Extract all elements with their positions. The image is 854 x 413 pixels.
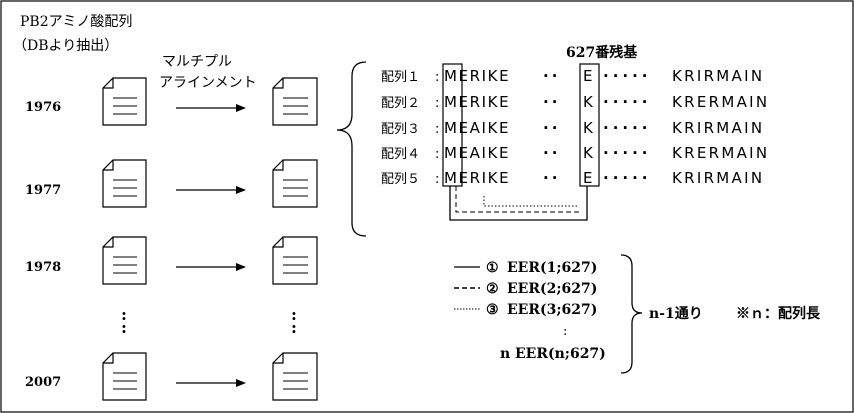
sequence-gap: ····· xyxy=(603,67,652,85)
sequence-row: 配列４ : MEAIKE ·· K ····· KRERMAIN xyxy=(381,144,769,162)
position-1-highlight xyxy=(442,63,463,187)
sequence-residues-left: MERIKE xyxy=(444,93,510,111)
sequence-gap: ····· xyxy=(603,119,652,137)
eer-text: EER(3;627) xyxy=(507,302,597,318)
vertical-ellipsis: : xyxy=(291,305,297,324)
sequence-residues-left: MERIKE xyxy=(444,169,510,187)
aligned-document-icon xyxy=(272,352,318,401)
sequence-residues-left: MEAIKE xyxy=(444,144,510,162)
sequence-residues-left: MEAIKE xyxy=(444,119,510,137)
sequence-residues-right: KRIRMAIN xyxy=(672,119,764,137)
alignment-label-line2: アラインメント xyxy=(159,75,257,91)
sequence-gap: ·· xyxy=(543,67,560,85)
sequence-gap: ·· xyxy=(543,144,560,162)
year-label: 1976 xyxy=(25,100,61,115)
aligned-document-icon xyxy=(272,159,318,208)
arrow-icon xyxy=(176,263,246,271)
sequence-residues-right: KRIRMAIN xyxy=(672,169,764,187)
sequence-residues-right: KRERMAIN xyxy=(672,144,769,162)
sequence-colon: : xyxy=(435,172,439,187)
brace-icon xyxy=(620,254,643,374)
sequence-row: 配列１ : MERIKE ·· E ····· KRIRMAIN xyxy=(381,67,764,85)
sequence-residue-627: K xyxy=(583,93,594,111)
sequence-residue-627: K xyxy=(583,144,594,162)
position-627-highlight xyxy=(579,63,600,187)
subtitle-text: （DBより抽出） xyxy=(13,38,118,54)
solid-connector xyxy=(449,186,588,221)
eer-text: EER(n;627) xyxy=(515,346,606,362)
sequence-colon: : xyxy=(435,147,439,162)
sequence-residues-left: MERIKE xyxy=(444,67,510,85)
year-label: 2007 xyxy=(25,375,61,390)
dashed-connector xyxy=(455,186,582,213)
eer-marker: ② xyxy=(486,281,499,297)
sequence-gap: ·· xyxy=(543,93,560,111)
sequence-gap: ·· xyxy=(543,119,560,137)
document-icon xyxy=(102,236,147,285)
sequence-row: 配列２ : MERIKE ·· K ····· KRERMAIN xyxy=(381,93,769,111)
dotted-connector xyxy=(483,196,578,207)
sequence-row: 配列３ : MEAIKE ·· K ····· KRIRMAIN xyxy=(381,119,764,137)
sequence-colon: : xyxy=(435,96,439,111)
eer-marker: ① xyxy=(486,260,499,276)
sequence-label: 配列４ xyxy=(381,147,420,162)
aligned-document-icon xyxy=(272,236,318,285)
vertical-ellipsis: : xyxy=(121,318,127,337)
year-label: 1978 xyxy=(25,260,61,275)
sequence-gap: ·· xyxy=(543,169,560,187)
eer-marker: ③ xyxy=(486,302,499,318)
sequence-length-note: ※ｎ：配列長 xyxy=(736,305,821,322)
sequence-residues-right: KRIRMAIN xyxy=(672,67,764,85)
vertical-ellipsis: : xyxy=(291,318,297,337)
brace-icon xyxy=(336,61,367,237)
eer-text: EER(1;627) xyxy=(507,260,597,276)
arrow-icon xyxy=(176,379,246,387)
sequence-colon: : xyxy=(435,70,439,85)
sequence-label: 配列２ xyxy=(381,96,420,111)
sequence-residue-627: E xyxy=(583,169,594,187)
sequence-residues-right: KRERMAIN xyxy=(672,93,769,111)
vertical-ellipsis: : xyxy=(121,305,127,324)
eer-text: EER(2;627) xyxy=(507,281,597,297)
title-text: PB2アミノ酸配列 xyxy=(20,14,132,30)
document-icon xyxy=(102,352,147,401)
residue-label: 627番残基 xyxy=(566,44,638,61)
document-icon xyxy=(102,159,147,208)
year-label: 1977 xyxy=(25,183,61,198)
sequence-residue-627: E xyxy=(583,67,594,85)
document-icon xyxy=(102,77,147,126)
sequence-gap: ····· xyxy=(603,93,652,111)
sequence-row: 配列５ : MERIKE ·· E ····· KRIRMAIN xyxy=(381,169,764,187)
sequence-residue-627: K xyxy=(583,119,594,137)
sequence-label: 配列１ xyxy=(381,70,420,85)
aligned-document-icon xyxy=(272,77,318,126)
eer-ellipsis: : xyxy=(563,324,567,339)
sequence-colon: : xyxy=(435,122,439,137)
eer-marker: n xyxy=(500,346,510,362)
arrow-icon xyxy=(176,104,246,112)
sequence-label: 配列３ xyxy=(381,122,420,137)
combination-count-label: n-1通り xyxy=(649,306,703,322)
alignment-label-line1: マルチプル xyxy=(162,54,232,70)
sequence-label: 配列５ xyxy=(381,172,420,187)
sequence-gap: ····· xyxy=(603,169,652,187)
arrow-icon xyxy=(176,186,246,194)
sequence-gap: ····· xyxy=(603,144,652,162)
